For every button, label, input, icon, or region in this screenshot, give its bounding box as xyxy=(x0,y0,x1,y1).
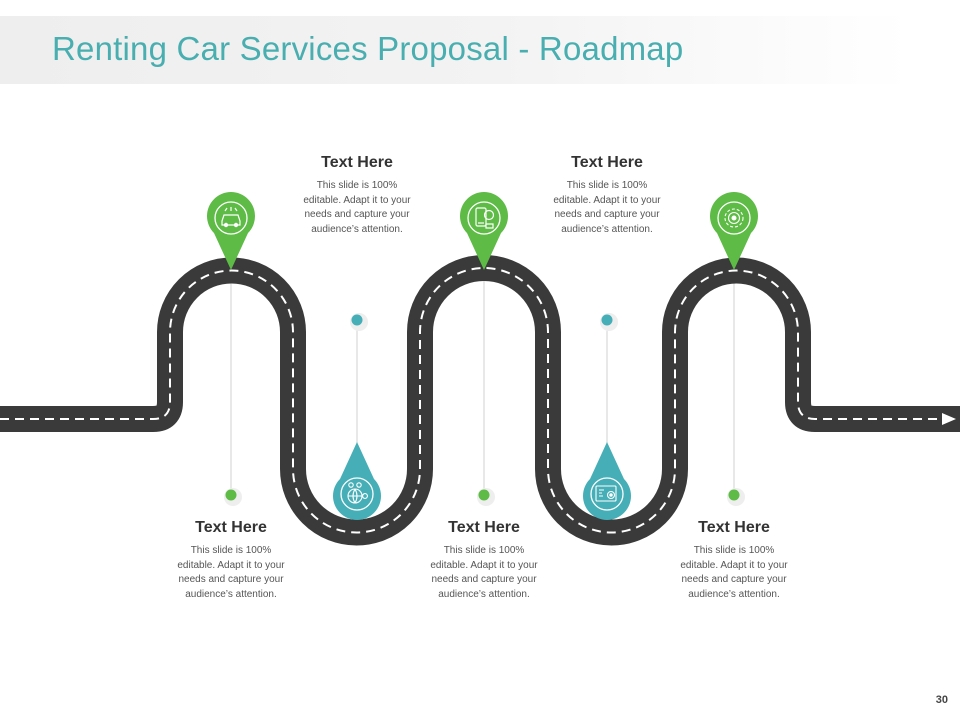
global-settings-icon xyxy=(347,482,368,504)
desc-line: editable. Adapt it to your xyxy=(303,194,411,206)
milestone-description: This slide is 100% editable. Adapt it to… xyxy=(151,544,311,602)
desc-line: This slide is 100% xyxy=(316,180,398,191)
desc-line: needs and capture your xyxy=(304,209,410,220)
milestone-description: This slide is 100% editable. Adapt it to… xyxy=(404,544,564,602)
road-arrow-head xyxy=(942,413,956,425)
desc-line: audience’s attention. xyxy=(688,588,780,600)
desc-line: needs and capture your xyxy=(178,574,284,585)
desc-line: editable. Adapt it to your xyxy=(553,194,661,206)
connector-dot xyxy=(225,489,237,501)
milestone-heading: Text Here xyxy=(448,519,520,536)
pin-shape xyxy=(207,192,255,270)
desc-line: needs and capture your xyxy=(554,209,660,220)
milestone-text-4: Text Here This slide is 100% editable. A… xyxy=(527,153,687,237)
connector-dot xyxy=(478,489,490,501)
milestone-pin-3 xyxy=(460,192,508,270)
milestone-description: This slide is 100% editable. Adapt it to… xyxy=(654,544,814,602)
pin-shape xyxy=(460,192,508,270)
milestone-heading: Text Here xyxy=(571,154,643,171)
desc-line: needs and capture your xyxy=(681,574,787,585)
milestone-text-1: Text Here This slide is 100% editable. A… xyxy=(151,518,311,602)
desc-line: audience’s attention. xyxy=(438,588,530,600)
page-number: 30 xyxy=(935,694,948,706)
slide-title: Renting Car Services Proposal - Roadmap xyxy=(52,30,684,67)
guide-lines xyxy=(230,262,735,490)
desc-line: audience’s attention. xyxy=(561,223,653,235)
milestone-text-3: Text Here This slide is 100% editable. A… xyxy=(404,518,564,602)
desc-line: This slide is 100% xyxy=(190,545,272,556)
connector-dots xyxy=(224,313,745,506)
mobile-service-icon xyxy=(475,207,495,229)
milestone-text-5: Text Here This slide is 100% editable. A… xyxy=(654,518,814,602)
desc-line: This slide is 100% xyxy=(443,545,525,556)
milestone-pin-4 xyxy=(583,442,631,520)
desc-line: audience’s attention. xyxy=(185,588,277,600)
connector-dot xyxy=(351,314,363,326)
milestone-heading: Text Here xyxy=(698,519,770,536)
connector-dot xyxy=(601,314,613,326)
milestone-pin-5 xyxy=(710,192,758,270)
target-gear-icon xyxy=(724,208,744,228)
milestone-description: This slide is 100% editable. Adapt it to… xyxy=(527,179,687,237)
desc-line: editable. Adapt it to your xyxy=(177,559,285,571)
settings-dashboard-icon xyxy=(595,485,617,502)
desc-line: editable. Adapt it to your xyxy=(430,559,538,571)
pin-shape xyxy=(710,192,758,270)
milestone-pin-1 xyxy=(207,192,255,270)
pin-shape xyxy=(583,442,631,520)
desc-line: editable. Adapt it to your xyxy=(680,559,788,571)
desc-line: audience’s attention. xyxy=(311,223,403,235)
milestone-heading: Text Here xyxy=(195,519,267,536)
title-band xyxy=(0,16,910,84)
milestone-heading: Text Here xyxy=(321,154,393,171)
pin-shape xyxy=(333,442,381,520)
car-wash-icon xyxy=(221,207,241,228)
desc-line: This slide is 100% xyxy=(693,545,775,556)
desc-line: needs and capture your xyxy=(431,574,537,585)
connector-dot xyxy=(728,489,740,501)
milestone-pin-2 xyxy=(333,442,381,520)
milestone-description: This slide is 100% editable. Adapt it to… xyxy=(277,179,437,237)
desc-line: This slide is 100% xyxy=(566,180,648,191)
milestone-text-2: Text Here This slide is 100% editable. A… xyxy=(277,153,437,237)
